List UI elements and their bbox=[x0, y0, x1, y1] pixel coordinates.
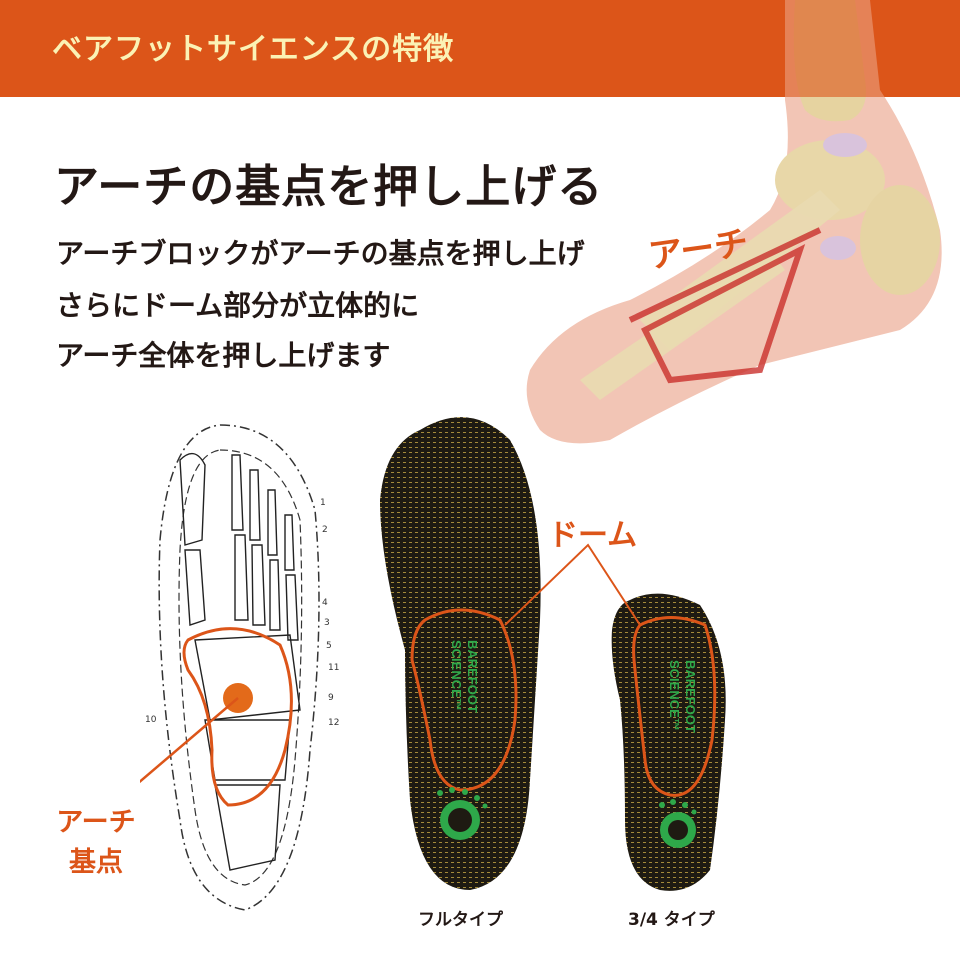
brand-text-full-1: BAREFOOT bbox=[465, 640, 480, 713]
svg-text:1: 1 bbox=[320, 498, 326, 508]
svg-text:10: 10 bbox=[145, 715, 157, 725]
arch-base-callout-line2: 基点 bbox=[69, 847, 123, 878]
body-line-3: アーチ全体を押し上げます bbox=[56, 339, 391, 372]
arch-base-callout-line1: アーチ bbox=[56, 807, 136, 838]
brand-text-34-1: BAREFOOT bbox=[683, 660, 698, 733]
full-type-caption: フルタイプ bbox=[418, 910, 503, 930]
svg-text:5: 5 bbox=[326, 641, 332, 651]
svg-text:9: 9 bbox=[328, 693, 334, 703]
body-line-2: さらにドーム部分が立体的に bbox=[56, 289, 420, 322]
headline: アーチの基点を押し上げる bbox=[54, 160, 604, 213]
dome-label: ドーム bbox=[548, 518, 638, 553]
svg-text:3: 3 bbox=[324, 618, 330, 628]
svg-text:4: 4 bbox=[322, 598, 328, 608]
svg-text:12: 12 bbox=[328, 718, 339, 728]
brand-text-34-2: SCIENCE™ bbox=[667, 660, 682, 731]
svg-text:11: 11 bbox=[328, 663, 339, 673]
body-line-1: アーチブロックがアーチの基点を押し上げ bbox=[56, 237, 585, 270]
banner-title: ベアフットサイエンスの特徴 bbox=[52, 32, 455, 67]
three-quarter-type-caption: 3/4 タイプ bbox=[628, 910, 715, 930]
foot-skeleton-diagram: 12 43 511 912 10 bbox=[140, 424, 339, 911]
svg-text:2: 2 bbox=[322, 525, 328, 535]
foot-anatomy-illustration bbox=[520, 0, 960, 444]
brand-text-full-2: SCIENCE™ bbox=[449, 640, 464, 711]
